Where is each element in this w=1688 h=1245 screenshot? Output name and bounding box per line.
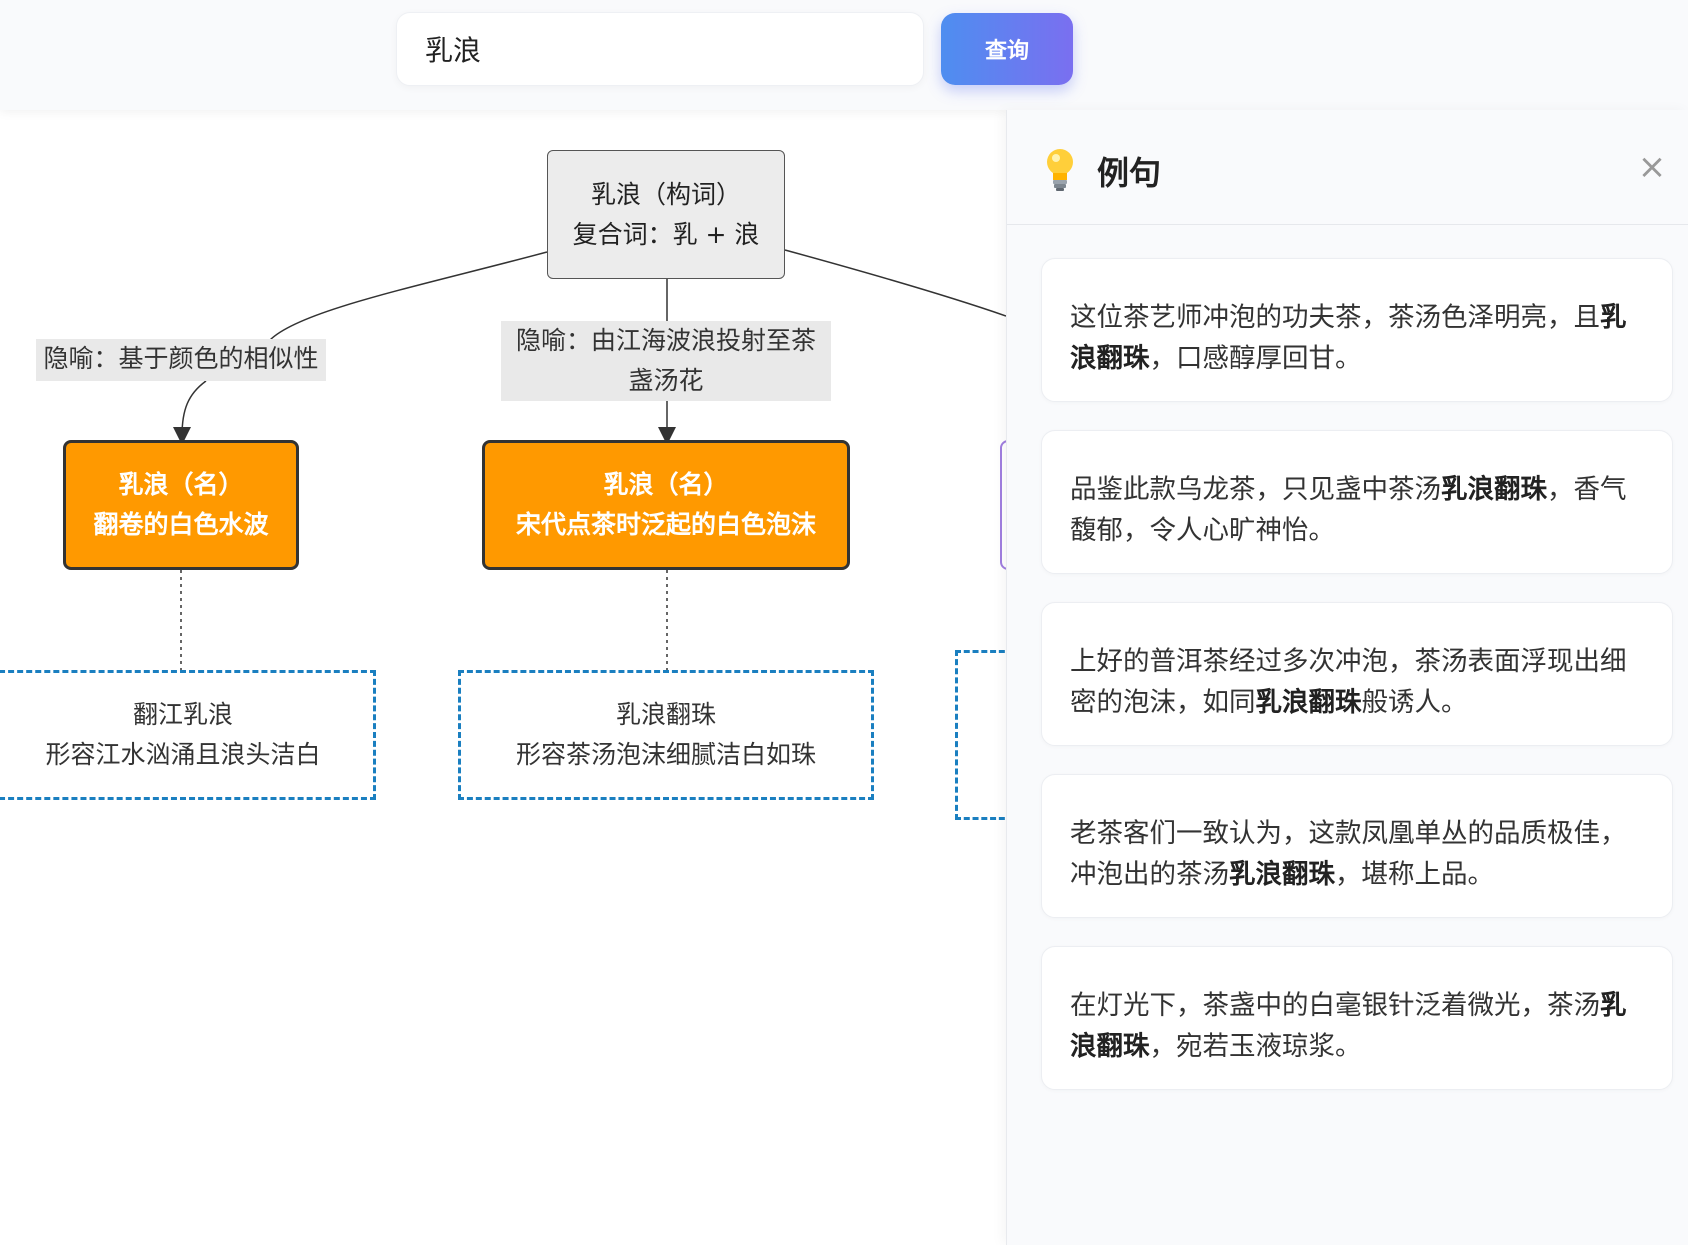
example-highlight: 乳浪翻珠 [1441, 474, 1547, 505]
edge-line-left [269, 251, 548, 341]
usage-node-3-partial[interactable] [955, 650, 1006, 820]
example-card: 品鉴此款乌龙茶，只见盏中茶汤乳浪翻珠，香气馥郁，令人心旷神怡。 [1041, 430, 1673, 574]
edge-label-middle-line2: 盏汤花 [628, 366, 704, 395]
example-text: ，宛若玉液琼浆。 [1149, 1031, 1362, 1062]
example-card: 这位茶艺师冲泡的功夫茶，茶汤色泽明亮，且乳浪翻珠，口感醇厚回甘。 [1041, 258, 1673, 402]
example-text: 上好的普洱茶经过多次冲泡，茶汤表面浮现出细密的泡沫，如同 [1070, 646, 1627, 718]
search-input[interactable]: 乳浪 [396, 12, 924, 86]
examples-panel: 例句 × 这位茶艺师冲泡的功夫茶，茶汤色泽明亮，且乳浪翻珠，口感醇厚回甘。 品鉴… [1006, 110, 1688, 1245]
usage-node-2-desc: 形容茶汤泡沫细腻洁白如珠 [515, 740, 816, 769]
sense-node-1[interactable]: 乳浪（名） 翻卷的白色水波 [63, 440, 299, 570]
usage-node-1-desc: 形容江水汹涌且浪头洁白 [45, 740, 321, 769]
root-node-subtitle: 复合词：乳 + 浪 [572, 219, 760, 249]
example-highlight: 乳浪翻珠 [1229, 859, 1335, 890]
query-button[interactable]: 查询 [941, 13, 1073, 85]
example-text: 般诱人。 [1361, 687, 1468, 718]
example-text: 老茶客们一致认为，这款凤凰单丛的品质极佳，冲泡出的茶汤 [1070, 818, 1627, 890]
example-text: ，口感醇厚回甘。 [1149, 343, 1362, 374]
example-list: 这位茶艺师冲泡的功夫茶，茶汤色泽明亮，且乳浪翻珠，口感醇厚回甘。 品鉴此款乌龙茶… [1041, 258, 1673, 1118]
edge-label-middle: 隐喻：由江海波浪投射至茶 盏汤花 [501, 321, 831, 401]
example-card: 在灯光下，茶盏中的白毫银针泛着微光，茶汤乳浪翻珠，宛若玉液琼浆。 [1041, 946, 1673, 1090]
usage-node-2[interactable]: 乳浪翻珠 形容茶汤泡沫细腻洁白如珠 [458, 670, 874, 800]
usage-node-1-term: 翻江乳浪 [132, 700, 233, 729]
example-highlight: 乳浪翻珠 [1070, 990, 1627, 1062]
example-text: 品鉴此款乌龙茶，只见盏中茶汤 [1070, 474, 1441, 505]
close-icon[interactable]: × [1637, 147, 1667, 187]
sense-node-1-desc: 翻卷的白色水波 [93, 510, 269, 539]
usage-node-1[interactable]: 翻江乳浪 形容江水汹涌且浪头洁白 [0, 670, 376, 800]
examples-panel-header: 例句 × [1007, 110, 1688, 225]
example-text: ，堪称上品。 [1335, 859, 1494, 890]
search-input-value[interactable]: 乳浪 [425, 34, 482, 67]
sense-node-2[interactable]: 乳浪（名） 宋代点茶时泛起的白色泡沫 [482, 440, 850, 570]
edge-line-right [784, 249, 1006, 317]
example-card: 老茶客们一致认为，这款凤凰单丛的品质极佳，冲泡出的茶汤乳浪翻珠，堪称上品。 [1041, 774, 1673, 918]
example-text: 在灯光下，茶盏中的白毫银针泛着微光，茶汤 [1070, 990, 1600, 1021]
example-highlight: 乳浪翻珠 [1255, 687, 1362, 718]
root-node[interactable]: 乳浪（构词） 复合词：乳 + 浪 [547, 150, 785, 279]
root-node-title: 乳浪（构词） [590, 179, 741, 209]
search-header: 乳浪 查询 [0, 0, 1688, 110]
sense-node-2-title: 乳浪（名） [603, 470, 729, 499]
edge-arrow-left [173, 380, 207, 445]
usage-node-2-term: 乳浪翻珠 [615, 700, 716, 729]
edge-label-middle-line1: 隐喻：由江海波浪投射至茶 [515, 326, 816, 355]
example-highlight: 乳浪翻珠 [1070, 302, 1627, 374]
example-card: 上好的普洱茶经过多次冲泡，茶汤表面浮现出细密的泡沫，如同乳浪翻珠般诱人。 [1041, 602, 1673, 746]
diagram-connectors [173, 249, 1006, 670]
word-formation-diagram: 乳浪（构词） 复合词：乳 + 浪 隐喻：基于颜色的相似性 隐喻：由江海波浪投射至… [0, 110, 1006, 1245]
sense-node-1-title: 乳浪（名） [118, 470, 244, 499]
panel-title: 例句 [1097, 154, 1162, 192]
example-text: 这位茶艺师冲泡的功夫茶，茶汤色泽明亮，且 [1070, 302, 1600, 333]
sense-node-2-desc: 宋代点茶时泛起的白色泡沫 [515, 510, 816, 539]
edge-label-left: 隐喻：基于颜色的相似性 [36, 339, 326, 381]
lightbulb-icon [1047, 149, 1073, 191]
example-text: ，香气馥郁，令人心旷神怡。 [1070, 474, 1627, 546]
